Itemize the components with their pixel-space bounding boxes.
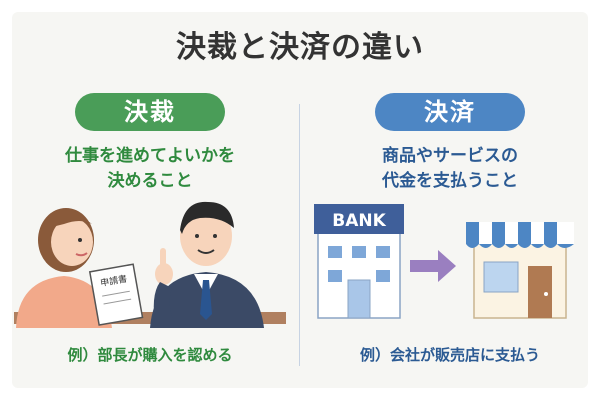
approval-illustration: 申請書 <box>14 201 286 328</box>
kessai-example: 例）部長が購入を認める <box>67 346 233 364</box>
page-title: 決裁と決済の違い <box>176 30 424 65</box>
manager-figure <box>150 201 264 328</box>
bank-sign: BANK <box>332 211 386 231</box>
center-divider <box>299 104 300 366</box>
payment-example: 例）会社が販売店に支払う <box>359 346 540 364</box>
payment-description-line2: 代金を支払うこと <box>382 171 518 191</box>
employee-figure <box>16 208 112 328</box>
payment-illustration: BANK <box>314 204 574 319</box>
bank-building: BANK <box>314 204 404 319</box>
kessai-description-line1: 仕事を進めてよいかを <box>65 146 235 166</box>
shop-building <box>466 222 574 319</box>
application-document: 申請書 <box>88 263 144 326</box>
kessai-description: 仕事を進めてよいかを 決めること <box>10 144 290 194</box>
payment-arrow <box>410 250 456 282</box>
payment-description: 商品やサービスの 代金を支払うこと <box>310 144 590 194</box>
kessai-description-line2: 決めること <box>107 171 193 191</box>
kessai-payment-label: 決済 <box>375 93 525 131</box>
kessai-label: 決裁 <box>75 93 225 131</box>
payment-description-line1: 商品やサービスの <box>382 146 518 166</box>
